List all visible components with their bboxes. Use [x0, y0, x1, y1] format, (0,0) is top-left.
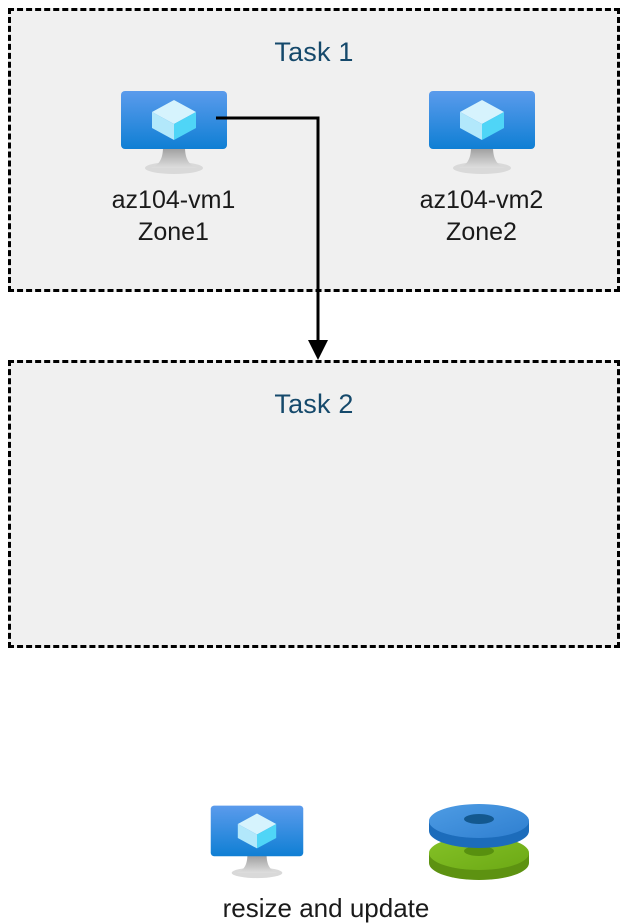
- diagram-canvas: Task 1: [8, 8, 620, 923]
- node-label-line-1: az104-vm2: [419, 186, 544, 214]
- virtual-machine-icon: [428, 91, 535, 174]
- task-2-title: Task 2: [274, 389, 354, 419]
- node-az104-vm1[interactable]: az104-vm1 Zone1: [66, 89, 281, 248]
- virtual-machine-icon: [210, 805, 304, 879]
- caption-text: resize and update: [222, 893, 430, 923]
- virtual-machine-icon: [120, 91, 227, 174]
- task-1-container: Task 1: [8, 8, 620, 292]
- node-label-line-2: Zone2: [446, 218, 517, 246]
- managed-disks-icon: [429, 804, 529, 880]
- task-2-icon-row: [121, 799, 531, 883]
- arrow-head-icon: [308, 340, 328, 360]
- node-label-az104-vm1: az104-vm1 Zone1: [66, 184, 281, 248]
- node-label-az104-vm2: az104-vm2 Zone2: [374, 184, 589, 248]
- node-label-line-2: Zone1: [138, 218, 209, 246]
- node-resize-and-update[interactable]: resize and update: [121, 799, 531, 924]
- task-1-title: Task 1: [274, 37, 354, 67]
- node-az104-vm2[interactable]: az104-vm2 Zone2: [374, 89, 589, 248]
- task-2-container: Task 2: [8, 360, 620, 923]
- node-caption-resize-and-update: resize and update: [121, 893, 531, 924]
- node-label-line-1: az104-vm1: [111, 186, 236, 214]
